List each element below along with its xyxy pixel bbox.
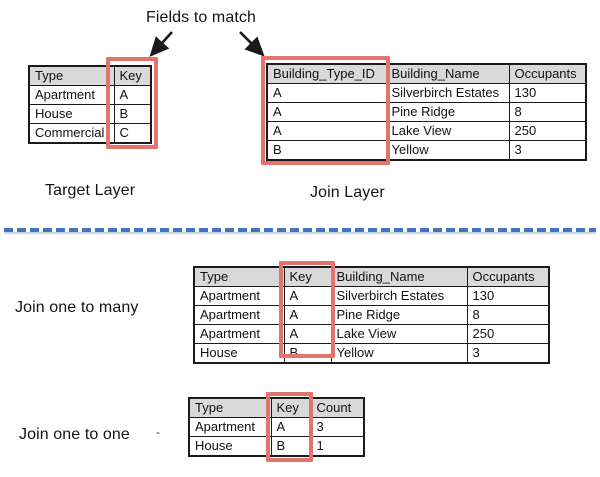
table-cell: Lake View [330, 324, 468, 344]
table-cell: Silverbirch Estates [330, 286, 468, 306]
table-cell: House [28, 104, 115, 124]
table-cell: Apartment [193, 324, 285, 344]
table-cell: B [270, 436, 312, 457]
column-header: Building_Type_ID [266, 63, 387, 84]
table-row: A Lake View 250 [266, 121, 587, 141]
table-cell: Apartment [193, 286, 285, 306]
table-cell: 130 [508, 83, 587, 103]
table-cell: A [283, 324, 332, 344]
table-header-row: Building_Type_ID Building_Name Occupants [266, 63, 587, 84]
table-cell: Silverbirch Estates [385, 83, 510, 103]
fields-to-match-arrows [149, 31, 265, 57]
table-row: Apartment A Lake View 250 [193, 324, 550, 344]
table-cell: A [270, 417, 312, 437]
table-row: Apartment A Silverbirch Estates 130 [193, 286, 550, 306]
table-cell: 130 [466, 286, 550, 306]
column-header: Building_Name [385, 63, 510, 84]
table-row: House B [28, 104, 152, 124]
table-cell: 8 [466, 305, 550, 325]
table-cell: Yellow [385, 140, 510, 161]
table-row: B Yellow 3 [266, 140, 587, 161]
divider-dashed-line [4, 228, 596, 232]
join-one-to-many-table: Type Key Building_Name Occupants Apartme… [193, 266, 550, 364]
table-cell: House [188, 436, 272, 457]
column-header: Key [270, 397, 312, 418]
target-layer-label: Target Layer [45, 182, 136, 199]
table-row: Commercial C [28, 123, 152, 144]
arrow-down-right-icon [239, 31, 265, 57]
table-row: House B Yellow 3 [193, 343, 550, 364]
table-cell: 1 [310, 436, 365, 457]
table-header-row: Type Key Building_Name Occupants [193, 266, 550, 287]
table-row: Apartment A Pine Ridge 8 [193, 305, 550, 325]
column-header: Key [283, 266, 332, 287]
join-one-to-one-label: Join one to one [19, 426, 130, 443]
column-header: Count [310, 397, 365, 418]
table-cell: B [266, 140, 387, 161]
table-cell: Apartment [193, 305, 285, 325]
table-row: A Pine Ridge 8 [266, 102, 587, 122]
table-row: Apartment A [28, 85, 152, 105]
column-header: Type [188, 397, 272, 418]
table-cell: A [266, 102, 387, 122]
column-header: Occupants [508, 63, 587, 84]
join-layer-label: Join Layer [310, 184, 385, 201]
table-cell: Apartment [28, 85, 115, 105]
column-header: Building_Name [330, 266, 468, 287]
table-cell: Commercial [28, 123, 115, 144]
table-cell: 250 [466, 324, 550, 344]
stray-dot: - [156, 425, 160, 439]
table-cell: House [193, 343, 285, 364]
table-cell: Lake View [385, 121, 510, 141]
join-one-to-one-table: Type Key Count Apartment A 3 House B 1 [188, 397, 365, 457]
table-row: Apartment A 3 [188, 417, 365, 437]
table-cell: 8 [508, 102, 587, 122]
fields-to-match-label: Fields to match [146, 9, 256, 26]
join-layer-table: Building_Type_ID Building_Name Occupants… [266, 63, 587, 161]
table-cell: A [283, 286, 332, 306]
column-header: Type [193, 266, 285, 287]
column-header: Type [28, 65, 115, 86]
table-header-row: Type Key Count [188, 397, 365, 418]
table-cell: A [266, 83, 387, 103]
table-cell: 3 [310, 417, 365, 437]
table-cell: A [266, 121, 387, 141]
table-cell: C [113, 123, 152, 144]
target-layer-table: Type Key Apartment A House B Commercial … [28, 65, 152, 144]
column-header: Key [113, 65, 152, 86]
table-row: A Silverbirch Estates 130 [266, 83, 587, 103]
table-cell: 3 [466, 343, 550, 364]
join-one-to-many-label: Join one to many [15, 299, 139, 316]
table-cell: 250 [508, 121, 587, 141]
table-cell: Pine Ridge [330, 305, 468, 325]
table-cell: A [113, 85, 152, 105]
table-cell: 3 [508, 140, 587, 161]
table-header-row: Type Key [28, 65, 152, 86]
arrow-down-left-icon [149, 31, 173, 57]
table-row: House B 1 [188, 436, 365, 457]
table-cell: B [283, 343, 332, 364]
column-header: Occupants [466, 266, 550, 287]
table-cell: Apartment [188, 417, 272, 437]
table-cell: Pine Ridge [385, 102, 510, 122]
table-cell: B [113, 104, 152, 124]
table-cell: A [283, 305, 332, 325]
table-cell: Yellow [330, 343, 468, 364]
